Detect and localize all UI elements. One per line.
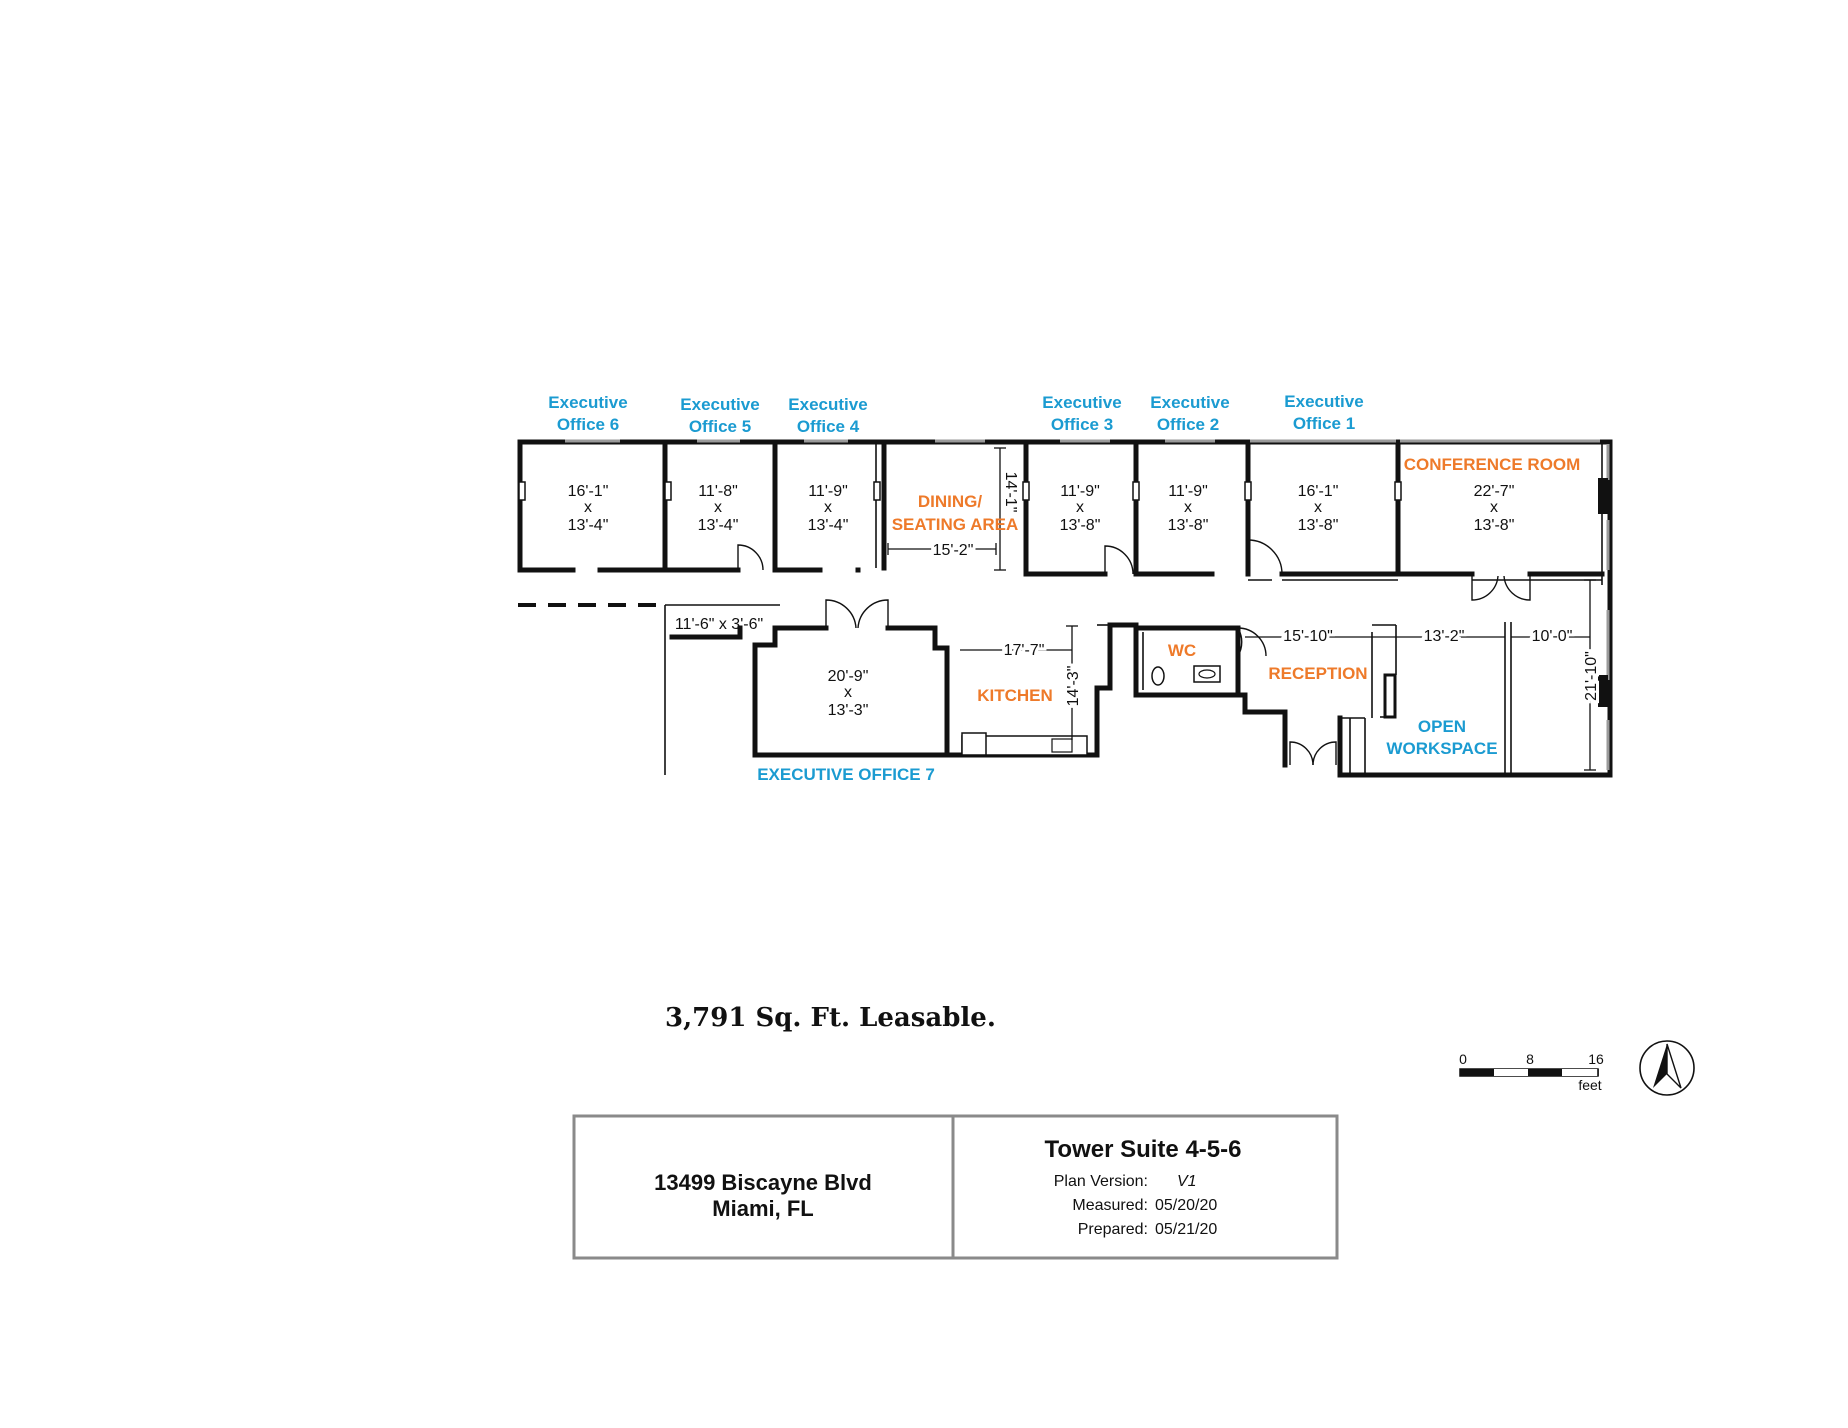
exec3-name-1: Executive: [1042, 393, 1121, 412]
leasable-area: 3,791 Sq. Ft. Leasable.: [665, 1003, 996, 1033]
dining-dimensions: [887, 447, 1006, 571]
exec6-name-1: Executive: [548, 393, 627, 412]
kitchen-dim-d: 14'-3": [1065, 666, 1082, 707]
exec4-name-2: Office 4: [797, 417, 860, 436]
exec1-name-1: Executive: [1284, 392, 1363, 411]
exec2-name-1: Executive: [1150, 393, 1229, 412]
toilet-icon: [1151, 666, 1165, 686]
exec3-dim-x: x: [1076, 499, 1084, 516]
exec6-dim-d: 13'-4": [568, 517, 609, 534]
dining-name-1: DINING/: [918, 492, 983, 511]
sink-icon: [1193, 665, 1221, 683]
corridor-dim: 11'-6" x 3'-6": [675, 616, 763, 633]
scale-tick-16: 16: [1588, 1051, 1604, 1067]
exec7-dim-x: x: [844, 684, 852, 701]
conference-dim-d: 13'-8": [1474, 517, 1515, 534]
workspace-dim-d: 21'-10": [1583, 651, 1600, 701]
fridge-icon: [961, 732, 987, 756]
exec4-dim-w: 11'-9": [808, 483, 848, 500]
fixtures: [961, 665, 1221, 756]
exec1-name-2: Office 1: [1293, 414, 1355, 433]
exec7-name: EXECUTIVE OFFICE 7: [757, 765, 935, 784]
exec5-name-2: Office 5: [689, 417, 751, 436]
scale-unit: feet: [1578, 1077, 1601, 1093]
dining-dim-w: 15'-2": [933, 542, 974, 559]
exec4-dim-x: x: [824, 499, 832, 516]
exec5-dim-d: 13'-4": [698, 517, 739, 534]
kitchen-dim-w: 17'-7": [1004, 642, 1045, 659]
scale-bar: 0 8 16 feet: [1459, 1051, 1604, 1093]
workspace-name-1: OPEN: [1418, 717, 1466, 736]
lower-doors: [825, 599, 1337, 766]
measured-label: Measured:: [1072, 1197, 1148, 1214]
exec5-name-1: Executive: [680, 395, 759, 414]
measured-value: 05/20/20: [1155, 1197, 1217, 1214]
exec5-dim-x: x: [714, 499, 722, 516]
exec1-dim-w: 16'-1": [1298, 483, 1339, 500]
exec6-dim-x: x: [584, 499, 592, 516]
address-line2: Miami, FL: [712, 1196, 813, 1221]
kitchen-name: KITCHEN: [977, 686, 1053, 705]
exec2-dim-x: x: [1184, 499, 1192, 516]
top-windows: [565, 439, 1610, 770]
title-block: 13499 Biscayne Blvd Miami, FL Tower Suit…: [572, 1114, 1339, 1260]
prepared-label: Prepared:: [1078, 1221, 1148, 1238]
address-line1: 13499 Biscayne Blvd: [654, 1170, 872, 1195]
dining-name-2: SEATING AREA: [892, 515, 1019, 534]
conference-name: CONFERENCE ROOM: [1404, 455, 1581, 474]
exec1-dim-x: x: [1314, 499, 1322, 516]
top-doors: [737, 539, 1531, 601]
reception-dim-w: 15'-10": [1283, 628, 1333, 645]
exec3-dim-d: 13'-8": [1060, 517, 1101, 534]
exec6-name-2: Office 6: [557, 415, 619, 434]
partition-jambs: [518, 478, 1608, 707]
exec3-dim-w: 11'-9": [1060, 483, 1100, 500]
workspace-name-2: WORKSPACE: [1386, 739, 1497, 758]
exec1-dim-d: 13'-8": [1298, 517, 1339, 534]
conference-dim-x: x: [1490, 499, 1498, 516]
exec4-dim-d: 13'-4": [808, 517, 849, 534]
plan-version-label: Plan Version:: [1054, 1173, 1148, 1190]
reception-name: RECEPTION: [1268, 664, 1367, 683]
exec3-name-2: Office 3: [1051, 415, 1113, 434]
exec4-name-1: Executive: [788, 395, 867, 414]
workspace-dim-w1: 13'-2": [1424, 628, 1465, 645]
exec2-dim-d: 13'-8": [1168, 517, 1209, 534]
exec2-name-2: Office 2: [1157, 415, 1219, 434]
prepared-value: 05/21/20: [1155, 1221, 1217, 1238]
scale-tick-0: 0: [1459, 1051, 1467, 1067]
workspace-dim-w2: 10'-0": [1532, 628, 1573, 645]
scale-tick-8: 8: [1526, 1051, 1534, 1067]
exec7-dim-d: 13'-3": [828, 702, 869, 719]
exec2-dim-w: 11'-9": [1168, 483, 1208, 500]
suite-title: Tower Suite 4-5-6: [1045, 1136, 1242, 1163]
exec7-dim-w: 20'-9": [828, 668, 869, 685]
lower-dimensions: [960, 579, 1596, 771]
exec5-dim-w: 11'-8": [698, 483, 738, 500]
exec6-dim-w: 16'-1": [568, 483, 609, 500]
wc-name: WC: [1168, 641, 1196, 660]
stove-icon: [1051, 738, 1073, 753]
plan-version-value: V1: [1177, 1173, 1197, 1190]
conference-dim-w: 22'-7": [1474, 483, 1515, 500]
dining-dim-d: 14'-1": [1002, 472, 1019, 513]
north-arrow-icon: [1639, 1040, 1695, 1096]
